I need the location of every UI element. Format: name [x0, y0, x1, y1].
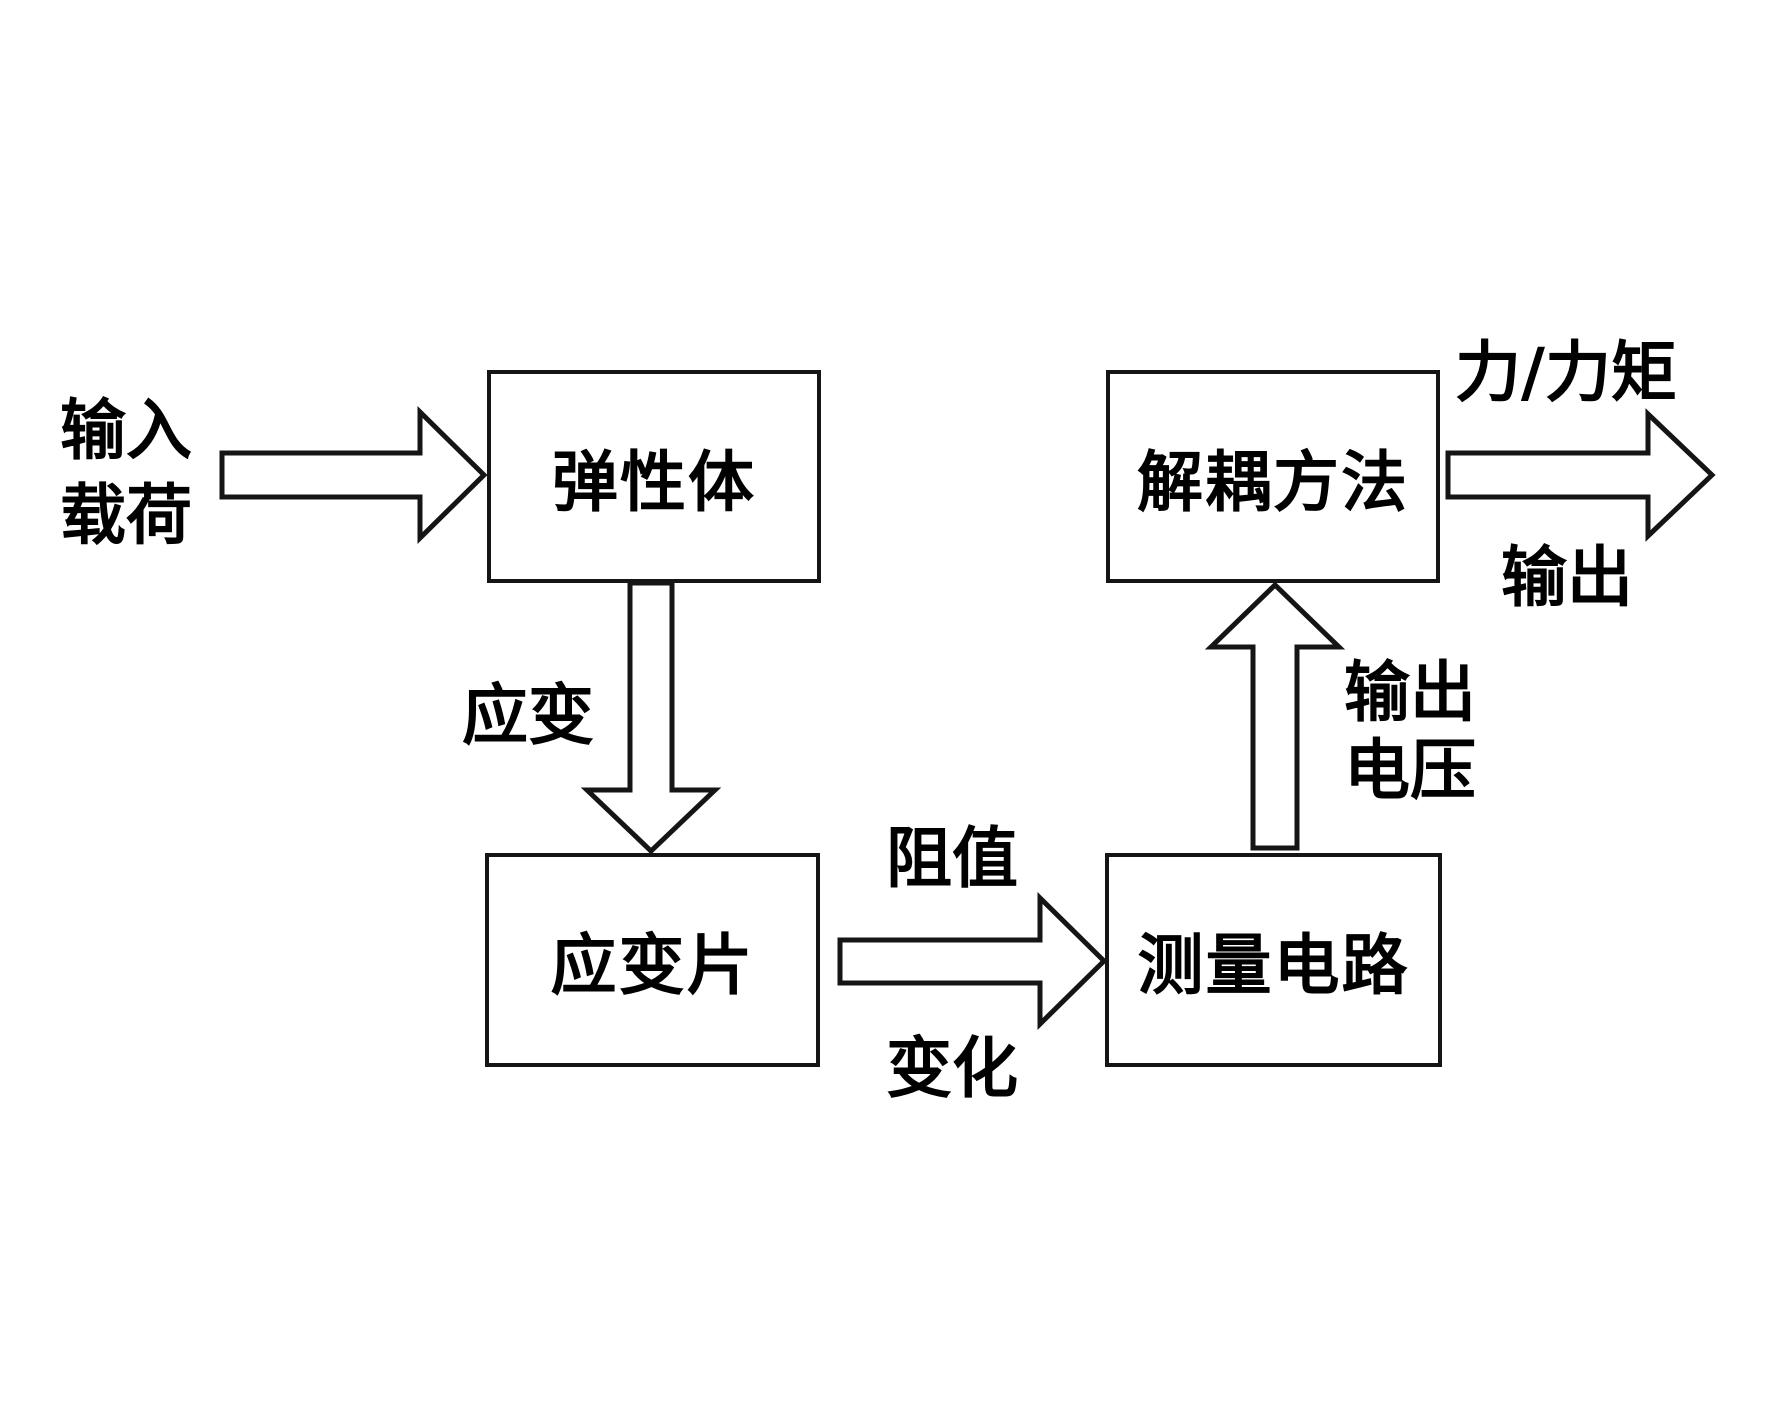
label-input-load: 输入 载荷: [16, 388, 236, 558]
label-output: 输出: [1501, 539, 1633, 616]
label-resistance: 阻值: [886, 820, 1018, 897]
strain-down-arrow: [580, 580, 722, 855]
box-strain-gauge-label: 应变片: [550, 927, 755, 1004]
box-strain-gauge: 应变片: [485, 853, 820, 1067]
label-strain: 应变: [462, 677, 594, 754]
input-arrow: [219, 406, 488, 544]
label-force-torque: 力/力矩: [1454, 334, 1678, 411]
label-input-load-line2: 载荷: [60, 477, 192, 554]
label-output-voltage-line2: 电压: [1344, 732, 1476, 809]
box-decoupling-method-label: 解耦方法: [1137, 443, 1409, 521]
box-measurement-circuit: 测量电路: [1105, 853, 1442, 1067]
box-elastic-body: 弹性体: [487, 370, 821, 583]
label-output-voltage-line1: 输出: [1344, 654, 1476, 731]
label-input-load-line1: 输入: [60, 392, 192, 469]
output-right-arrow: [1445, 408, 1716, 542]
box-decoupling-method: 解耦方法: [1106, 370, 1440, 583]
voltage-up-arrow: [1204, 581, 1346, 851]
label-change: 变化: [886, 1030, 1018, 1107]
resistance-right-arrow: [837, 892, 1108, 1030]
box-elastic-body-label: 弹性体: [552, 443, 756, 521]
box-measurement-circuit-label: 测量电路: [1137, 927, 1410, 1004]
label-output-voltage: 输出 电压: [1300, 654, 1520, 810]
